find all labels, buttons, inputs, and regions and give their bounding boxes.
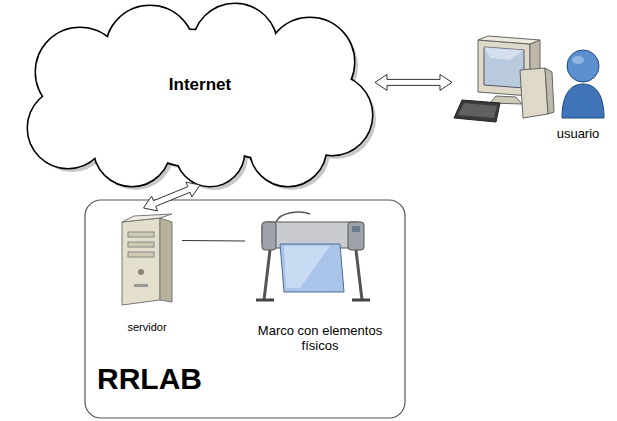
server-icon (122, 214, 172, 305)
lab-enclosure (85, 200, 405, 418)
computer-icon (454, 36, 554, 122)
lab-node: RRLAB servidor Marco con elementos físicos (85, 200, 405, 418)
node-label: RRLAB (97, 362, 405, 397)
connector (182, 240, 245, 242)
node-label: Internet (25, 75, 375, 95)
user-node: usuario (452, 34, 612, 144)
user-icon (562, 50, 604, 118)
connector (144, 182, 201, 211)
connector (375, 74, 452, 90)
node-label: Marco con elementos físicos (245, 324, 395, 354)
node-label: servidor (112, 321, 182, 334)
node-label: usuario (548, 127, 608, 142)
cloud-outline (28, 4, 372, 186)
frame-node: Marco con elementos físicos (245, 208, 395, 358)
server-node: servidor (112, 208, 182, 338)
cloud-fill (28, 4, 372, 186)
cloud-node: Internet (25, 5, 375, 185)
plotter-icon (256, 212, 370, 300)
